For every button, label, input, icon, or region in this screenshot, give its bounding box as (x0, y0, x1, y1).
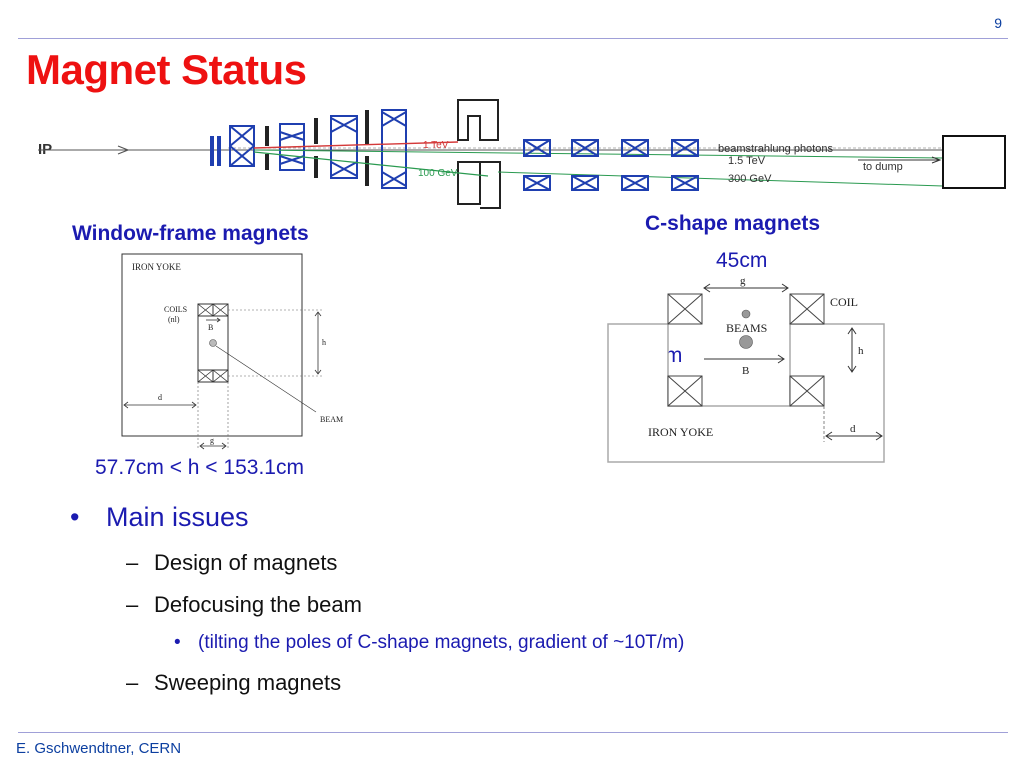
issue-subitem-label: (tilting the poles of C-shape magnets, g… (198, 632, 685, 653)
energy-label-beamstrahlung: beamstrahlung photons (718, 143, 833, 155)
wf-b-label: B (208, 323, 213, 332)
window-frame-h-range: 57.7cm < h < 153.1cm (95, 456, 304, 479)
issue-subitem-tilting: • (tilting the poles of C-shape magnets, … (174, 632, 684, 654)
cs-b-label: B (742, 365, 749, 377)
cs-d-label: d (850, 423, 856, 435)
cs-h-label: h (858, 345, 864, 357)
cs-iron-yoke-label: IRON YOKE (648, 425, 713, 439)
cs-coil-label: COIL (830, 295, 858, 309)
wf-d-label: d (158, 393, 162, 402)
wf-h-label: h (322, 338, 326, 347)
window-frame-heading: Window-frame magnets (72, 222, 309, 245)
window-frame-diagram: IRON YOKE COILS (nl) B h d g BEAM (121, 253, 343, 450)
wf-g-label: g (210, 436, 214, 445)
issue-item-design: –Design of magnets (126, 550, 337, 576)
cs-beams-label: BEAMS (726, 321, 767, 335)
issue-item-label: Design of magnets (154, 550, 338, 575)
header-rule (18, 38, 1008, 39)
footer-rule (18, 732, 1008, 733)
issue-item-label: Defocusing the beam (154, 592, 362, 617)
page-number: 9 (994, 15, 1002, 31)
energy-label-1tev: 1 TeV (423, 140, 449, 151)
wf-iron-yoke-label: IRON YOKE (132, 262, 181, 272)
energy-label-300gev: 300 GeV (728, 173, 772, 185)
dash-bullet: – (126, 670, 139, 695)
energy-label-100gev: 100 GeV (418, 168, 458, 179)
dash-bullet: – (126, 550, 139, 575)
issue-item-label: Sweeping magnets (154, 670, 342, 695)
wf-coils-sub-label: (nl) (168, 315, 180, 324)
beamline-diagram: IP 1 TeV 100 GeV (38, 99, 1006, 209)
c-shape-heading: C-shape magnets (645, 212, 821, 235)
wf-beam-label: BEAM (320, 415, 343, 424)
beam-dump-box (942, 135, 1006, 189)
energy-label-dump: to dump (863, 161, 903, 173)
bullet-dot: • (70, 502, 80, 532)
slide-title: Magnet Status (26, 46, 307, 93)
energy-label-1-5tev: 1.5 TeV (728, 155, 766, 167)
issues-heading: Main issues (106, 502, 249, 532)
c-shape-diagram: g COIL BEAMS B h IRON YOKE d (607, 275, 885, 463)
c-shape-width: 45cm (716, 249, 768, 272)
bullet-dot: • (174, 632, 181, 653)
dash-bullet: – (126, 592, 139, 617)
issue-item-defocusing: –Defocusing the beam (126, 592, 362, 618)
wf-coils-label: COILS (164, 305, 187, 314)
issues-heading-item: • Main issues (70, 502, 249, 533)
issue-item-sweeping: –Sweeping magnets (126, 670, 341, 696)
footer-author: E. Gschwendtner, CERN (16, 740, 182, 757)
cs-g-label: g (740, 275, 746, 287)
